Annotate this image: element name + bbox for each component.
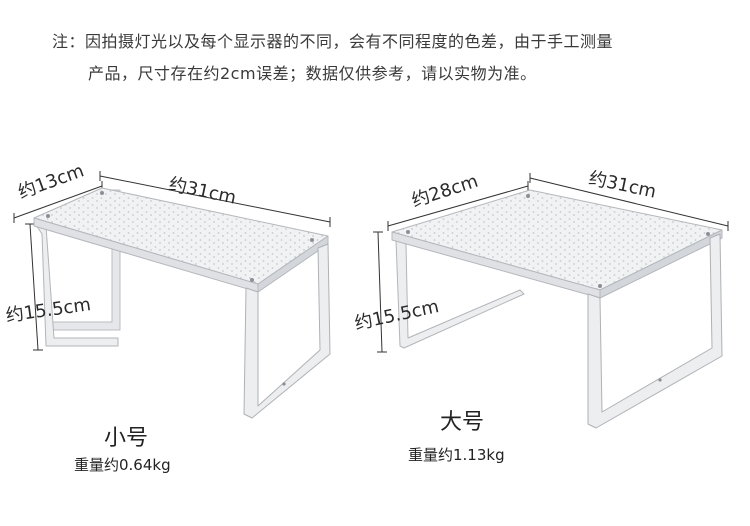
note-line-1: 注：因拍摄灯光以及每个显示器的不同，会有不同程度的色差，由于手工测量 — [52, 32, 614, 51]
large-weight: 重量约1.13kg — [408, 446, 505, 464]
disclaimer-note: 注：因拍摄灯光以及每个显示器的不同，会有不同程度的色差，由于手工测量 产品，尺寸… — [52, 26, 613, 90]
small-weight: 重量约0.64kg — [74, 456, 171, 474]
large-shelf-image — [373, 173, 729, 429]
small-size-name: 小号 — [104, 426, 149, 451]
large-size-name: 大号 — [440, 410, 485, 435]
small-shelf-image — [13, 171, 331, 419]
note-line-2: 产品，尺寸存在约2cm误差；数据仅供参考，请以实物为准。 — [88, 64, 537, 83]
